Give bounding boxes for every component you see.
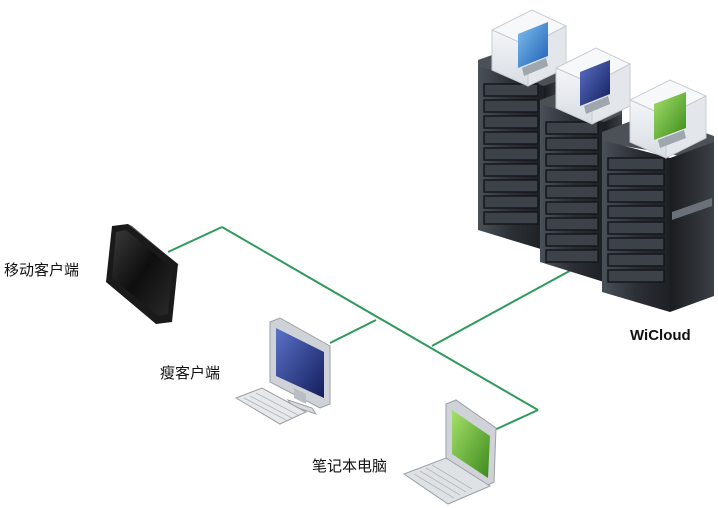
vm-cube-green — [628, 79, 708, 159]
line-thin-client — [329, 319, 377, 344]
label-thin-client: 瘦客户端 — [160, 364, 221, 382]
line-backbone — [221, 226, 539, 411]
line-cloud — [431, 267, 576, 347]
laptop-icon — [402, 399, 497, 505]
tablet-icon — [106, 224, 180, 324]
desktop-monitor-icon — [234, 317, 331, 425]
line-laptop — [489, 409, 539, 433]
label-mobile-client: 移动客户端 — [4, 261, 80, 279]
label-cloud: WiCloud — [630, 327, 691, 344]
server-cluster — [478, 9, 714, 312]
server-rack-icon — [478, 48, 560, 250]
vm-cube-blue — [490, 9, 568, 87]
label-laptop: 笔记本电脑 — [312, 457, 388, 475]
line-tablet — [167, 226, 223, 253]
vm-cube-navy — [554, 47, 632, 125]
network-lines — [167, 226, 576, 433]
